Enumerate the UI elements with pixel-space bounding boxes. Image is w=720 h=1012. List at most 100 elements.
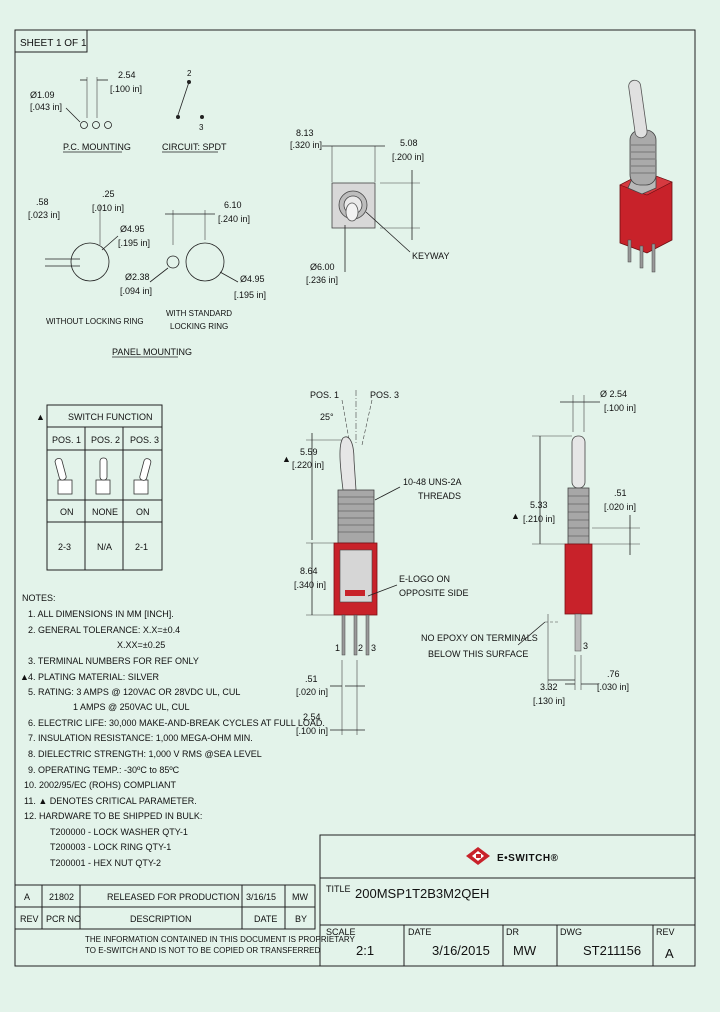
revision-block: A 21802 RELEASED FOR PRODUCTION 3/16/15 … [14, 884, 355, 955]
panel-with-spacing-mm: 6.10 [224, 200, 242, 210]
top-view: 8.13 [.320 in] 5.08 [.200 in] KEYWAY Ø6.… [290, 128, 450, 285]
thread-label-2: THREADS [418, 491, 461, 501]
panel-with-label-1: WITH STANDARD [166, 309, 232, 318]
header-pos2: POS. 2 [91, 435, 120, 445]
rev-row-date: 3/16/15 [246, 892, 276, 902]
conn-pos2: N/A [97, 542, 112, 552]
dwg-label: DWG [560, 927, 582, 937]
top-dia-mm: Ø6.00 [310, 262, 335, 272]
proprietary-line-2: TO E-SWITCH AND IS NOT TO BE COPIED OR T… [85, 946, 321, 955]
side-pin-label: 3 [583, 641, 588, 651]
conn-pos1: 2-3 [58, 542, 71, 552]
rev-header-date: DATE [254, 914, 277, 924]
rev-label: REV [656, 927, 675, 937]
side-view: Ø 2.54 [.100 in] 3 ▲ 5.33 [.210 in] .51 … [421, 389, 640, 706]
logo-label-2: OPPOSITE SIDE [399, 588, 469, 598]
state-pos3: ON [136, 507, 150, 517]
top-dia-in: [.236 in] [306, 275, 338, 285]
dr-value: MW [513, 943, 537, 958]
notes-block: NOTES: 1. ALL DIMENSIONS IN MM [INCH]. 2… [20, 593, 325, 868]
header-pos1: POS. 1 [52, 435, 81, 445]
note-2: 2. GENERAL TOLERANCE: X.X=±0.4 [28, 625, 180, 635]
panel-with-dia-in: [.195 in] [234, 290, 266, 300]
front-body-mm: 8.64 [300, 566, 318, 576]
dr-label: DR [506, 927, 519, 937]
panel-with-spacing-in: [.240 in] [218, 214, 250, 224]
hardware-3: T200001 - HEX NUT QTY-2 [50, 858, 161, 868]
svg-text:▲: ▲ [20, 672, 29, 682]
front-lever-mm: 5.59 [300, 447, 318, 457]
top-width-mm: 8.13 [296, 128, 314, 138]
title-label: TITLE [326, 884, 351, 894]
panel-key-mm: .25 [102, 189, 115, 199]
lever-pos1-icon [54, 457, 73, 495]
rev-header-by: BY [295, 914, 307, 924]
panel-with-label-2: LOCKING RING [170, 322, 228, 331]
panel-mounting-label: PANEL MOUNTING [112, 347, 192, 357]
top-height-in: [.200 in] [392, 152, 424, 162]
note-1: 1. ALL DIMENSIONS IN MM [INCH]. [28, 609, 174, 619]
circuit-label: CIRCUIT: SPDT [162, 142, 227, 152]
circuit-pin-top: 2 [187, 69, 192, 78]
rev-value: A [665, 946, 674, 961]
rev-header-pcr: PCR NO [46, 914, 81, 924]
side-lever-dia-mm: Ø 2.54 [600, 389, 627, 399]
panel-key-in: [.010 in] [92, 203, 124, 213]
side-collar-in: [.020 in] [604, 502, 636, 512]
pc-spacing-mm: 2.54 [118, 70, 136, 80]
rev-row-by: MW [292, 892, 308, 902]
panel-without-dia-in: [.195 in] [118, 238, 150, 248]
date-label: DATE [408, 927, 431, 937]
side-pin-w-mm: .76 [607, 669, 620, 679]
panel-without-dia-mm: Ø4.95 [120, 224, 145, 234]
logo-label-1: E-LOGO ON [399, 574, 450, 584]
front-pin-sp-mm: 2.54 [303, 712, 321, 722]
panel-without-in: [.023 in] [28, 210, 60, 220]
side-pin-len-in: [.130 in] [533, 696, 565, 706]
panel-with-small-in: [.094 in] [120, 286, 152, 296]
top-width-in: [.320 in] [290, 140, 322, 150]
note-11: 11. ▲ DENOTES CRITICAL PARAMETER. [24, 796, 197, 806]
front-pin-sp-in: [.100 in] [296, 726, 328, 736]
epoxy-label-1: NO EPOXY ON TERMINALS [421, 633, 538, 643]
note-7: 7. INSULATION RESISTANCE: 1,000 MEGA-OHM… [28, 733, 253, 743]
lever-pos2-icon [95, 457, 111, 495]
pin-1: 1 [335, 643, 340, 653]
sheet-label-box [14, 29, 88, 53]
epoxy-label-2: BELOW THIS SURFACE [428, 649, 528, 659]
front-lever-in: [.220 in] [292, 460, 324, 470]
side-pin-w-in: [.030 in] [597, 682, 629, 692]
note-9: 9. OPERATING TEMP.: -30ºC to 85ºC [28, 765, 180, 775]
switch-function-title: SWITCH FUNCTION [68, 412, 153, 422]
front-pos1: POS. 1 [310, 390, 339, 400]
note-2b: X.XX=±0.25 [117, 640, 165, 650]
note-5b: 1 AMPS @ 250VAC UL, CUL [73, 702, 190, 712]
proprietary-line-1: THE INFORMATION CONTAINED IN THIS DOCUME… [85, 935, 355, 944]
circuit-diagram: 2 3 CIRCUIT: SPDT [162, 69, 227, 153]
note-6: 6. ELECTRIC LIFE: 30,000 MAKE-AND-BREAK … [28, 718, 325, 728]
panel-with-dia-mm: Ø4.95 [240, 274, 265, 284]
svg-text:▲: ▲ [282, 454, 291, 464]
svg-text:▲: ▲ [511, 511, 520, 521]
hardware-2: T200003 - LOCK RING QTY-1 [50, 842, 171, 852]
conn-pos3: 2-1 [135, 542, 148, 552]
rev-row-desc: RELEASED FOR PRODUCTION [107, 892, 240, 902]
front-body-in: [.340 in] [294, 580, 326, 590]
pc-hole-dia-mm: Ø1.09 [30, 90, 55, 100]
state-pos2: NONE [92, 507, 118, 517]
scale-label: SCALE [326, 927, 356, 937]
header-pos3: POS. 3 [130, 435, 159, 445]
front-view: POS. 1 POS. 3 25° ▲ 5.59 [.220 in] 10-48… [282, 390, 469, 736]
panel-without-label: WITHOUT LOCKING RING [46, 317, 144, 326]
side-pin-len-mm: 3.32 [540, 682, 558, 692]
pin-2: 2 [358, 643, 363, 653]
pc-hole-dia-in: [.043 in] [30, 102, 62, 112]
rev-row-pcr: 21802 [49, 892, 74, 902]
pc-mounting-view: 2.54 [.100 in] Ø1.09 [.043 in] P.C. MOUN… [30, 70, 142, 153]
circuit-pin-bottom: 3 [199, 123, 204, 132]
pc-mounting-label: P.C. MOUNTING [63, 142, 131, 152]
pin-3: 3 [371, 643, 376, 653]
title-block: E•SWITCH® TITLE 200MSP1T2B3M2QEH SCALE 2… [319, 834, 696, 967]
panel-with-small-mm: Ø2.38 [125, 272, 150, 282]
